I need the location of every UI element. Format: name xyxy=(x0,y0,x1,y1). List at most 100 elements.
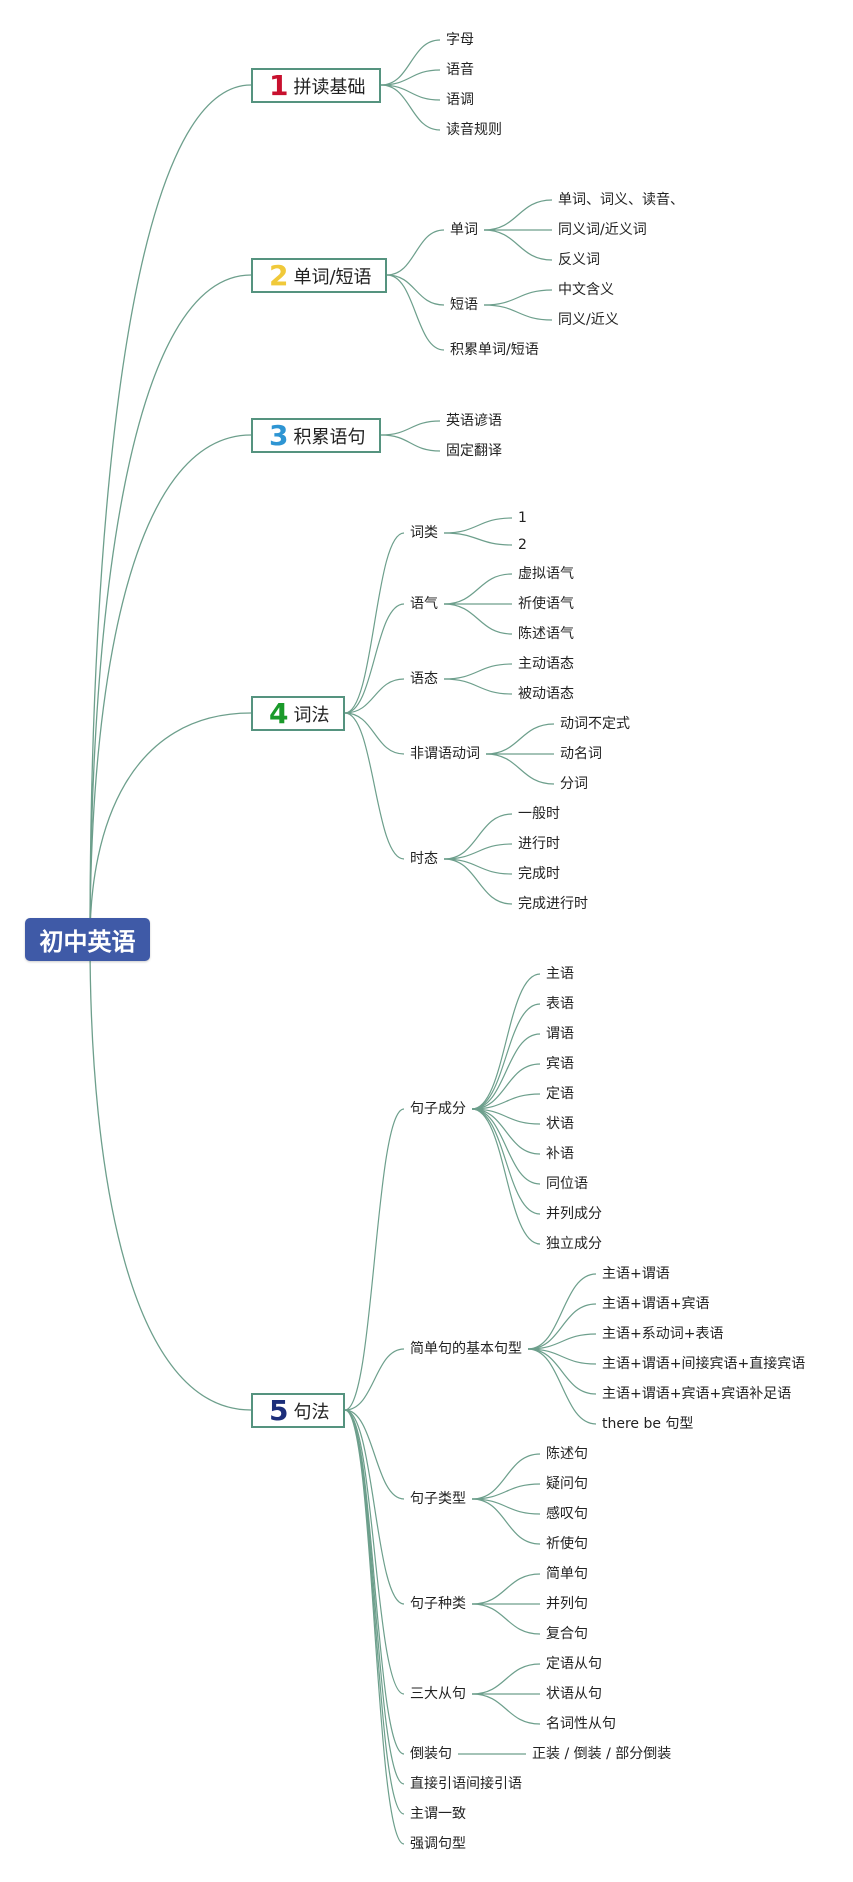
subtopic-node[interactable]: 主语 xyxy=(546,966,574,982)
subtopic-link xyxy=(527,1348,597,1425)
branch-link xyxy=(344,1409,405,1605)
topic-node[interactable]: 语态 xyxy=(410,671,438,687)
subtopic-node[interactable]: 独立成分 xyxy=(546,1236,602,1252)
branch-link xyxy=(344,1409,405,1815)
topic-node[interactable]: 字母 xyxy=(446,32,474,48)
subtopic-node[interactable]: 虚拟语气 xyxy=(518,566,574,582)
subtopic-node[interactable]: 主语+谓语+宾语 xyxy=(602,1296,710,1312)
branch-label: 词法 xyxy=(293,704,330,726)
subtopic-node[interactable]: 表语 xyxy=(546,996,574,1012)
subtopic-link xyxy=(527,1348,597,1395)
subtopic-node[interactable]: 中文含义 xyxy=(558,282,614,298)
branch-link xyxy=(386,229,445,276)
subtopic-node[interactable]: there be 句型 xyxy=(602,1416,694,1432)
subtopic-node[interactable]: 1 xyxy=(518,510,527,526)
branch-link xyxy=(386,274,445,306)
subtopic-node[interactable]: 分词 xyxy=(560,776,588,792)
subtopic-node[interactable]: 被动语态 xyxy=(518,686,574,702)
subtopic-node[interactable]: 并列句 xyxy=(546,1596,588,1612)
topic-node[interactable]: 主谓一致 xyxy=(410,1806,466,1822)
topic-node[interactable]: 句子种类 xyxy=(410,1596,466,1612)
subtopic-link xyxy=(471,1108,541,1185)
subtopic-node[interactable]: 祈使语气 xyxy=(518,596,574,612)
subtopic-node[interactable]: 陈述语气 xyxy=(518,626,574,642)
subtopic-node[interactable]: 定语 xyxy=(546,1086,574,1102)
topic-node[interactable]: 非谓语动词 xyxy=(410,746,480,762)
topic-node[interactable]: 单词 xyxy=(450,222,478,238)
subtopic-node[interactable]: 反义词 xyxy=(558,252,600,268)
subtopic-node[interactable]: 补语 xyxy=(546,1146,574,1162)
topic-node[interactable]: 英语谚语 xyxy=(446,413,502,429)
branch-link xyxy=(344,1409,405,1500)
subtopic-node[interactable]: 陈述句 xyxy=(546,1446,588,1462)
subtopic-node[interactable]: 定语从句 xyxy=(546,1656,602,1672)
topic-node[interactable]: 短语 xyxy=(450,297,478,313)
subtopic-link xyxy=(471,1483,541,1500)
subtopic-node[interactable]: 主动语态 xyxy=(518,656,574,672)
subtopic-node[interactable]: 完成时 xyxy=(518,866,560,882)
subtopic-node[interactable]: 主语+系动词+表语 xyxy=(602,1326,724,1342)
topic-node[interactable]: 句子成分 xyxy=(410,1101,466,1117)
subtopic-node[interactable]: 单词、词义、读音、 xyxy=(558,192,684,208)
subtopic-link xyxy=(471,973,541,1110)
subtopic-node[interactable]: 祈使句 xyxy=(546,1536,588,1552)
topic-node[interactable]: 直接引语间接引语 xyxy=(410,1776,522,1792)
subtopic-link xyxy=(471,1033,541,1110)
subtopic-link xyxy=(471,1498,541,1545)
root-node[interactable]: 初中英语 xyxy=(25,918,150,961)
subtopic-node[interactable]: 正装 / 倒装 / 部分倒装 xyxy=(532,1746,672,1762)
subtopic-node[interactable]: 名词性从句 xyxy=(546,1716,616,1732)
subtopic-node[interactable]: 主语+谓语+间接宾语+直接宾语 xyxy=(602,1356,806,1372)
subtopic-node[interactable]: 复合句 xyxy=(546,1626,588,1642)
subtopic-node[interactable]: 动名词 xyxy=(560,746,602,762)
subtopic-node[interactable]: 疑问句 xyxy=(546,1476,588,1492)
subtopic-link xyxy=(471,1108,541,1125)
subtopic-link xyxy=(443,858,513,905)
subtopic-node[interactable]: 状语从句 xyxy=(546,1686,602,1702)
subtopic-link xyxy=(485,723,555,755)
topic-node[interactable]: 固定翻译 xyxy=(446,443,502,459)
topic-node[interactable]: 时态 xyxy=(410,851,438,867)
subtopic-node[interactable]: 同位语 xyxy=(546,1176,588,1192)
subtopic-link xyxy=(443,573,513,605)
subtopic-node[interactable]: 2 xyxy=(518,537,527,553)
subtopic-link xyxy=(471,1003,541,1110)
subtopic-link xyxy=(483,289,553,306)
topic-node[interactable]: 语音 xyxy=(446,62,474,78)
subtopic-node[interactable]: 完成进行时 xyxy=(518,896,588,912)
topic-node[interactable]: 倒装句 xyxy=(410,1746,452,1762)
branch-label: 积累语句 xyxy=(293,426,366,448)
subtopic-node[interactable]: 简单句 xyxy=(546,1566,588,1582)
subtopic-node[interactable]: 同义词/近义词 xyxy=(558,222,647,238)
subtopic-node[interactable]: 谓语 xyxy=(546,1026,574,1042)
subtopic-node[interactable]: 进行时 xyxy=(518,836,560,852)
topic-node[interactable]: 读音规则 xyxy=(446,122,502,138)
subtopic-node[interactable]: 一般时 xyxy=(518,806,560,822)
topic-node[interactable]: 语调 xyxy=(446,92,474,108)
branch-link xyxy=(344,532,405,714)
topic-node[interactable]: 积累单词/短语 xyxy=(450,342,539,358)
topic-node[interactable]: 词类 xyxy=(410,525,438,541)
subtopic-node[interactable]: 感叹句 xyxy=(546,1506,588,1522)
subtopic-node[interactable]: 状语 xyxy=(546,1116,574,1132)
subtopic-node[interactable]: 并列成分 xyxy=(546,1206,602,1222)
topic-node[interactable]: 三大从句 xyxy=(410,1686,466,1702)
topic-node[interactable]: 句子类型 xyxy=(410,1491,466,1507)
topic-node[interactable]: 强调句型 xyxy=(410,1836,466,1852)
branch-link xyxy=(344,712,405,755)
subtopic-node[interactable]: 同义/近义 xyxy=(558,312,619,328)
subtopic-node[interactable]: 主语+谓语+宾语+宾语补足语 xyxy=(602,1386,792,1402)
subtopic-node[interactable]: 动词不定式 xyxy=(560,716,630,732)
subtopic-link xyxy=(527,1333,597,1350)
topic-node[interactable]: 语气 xyxy=(410,596,438,612)
subtopic-node[interactable]: 主语+谓语 xyxy=(602,1266,670,1282)
subtopic-link xyxy=(471,1663,541,1695)
subtopic-node[interactable]: 宾语 xyxy=(546,1056,574,1072)
topic-node[interactable]: 简单句的基本句型 xyxy=(410,1341,522,1357)
